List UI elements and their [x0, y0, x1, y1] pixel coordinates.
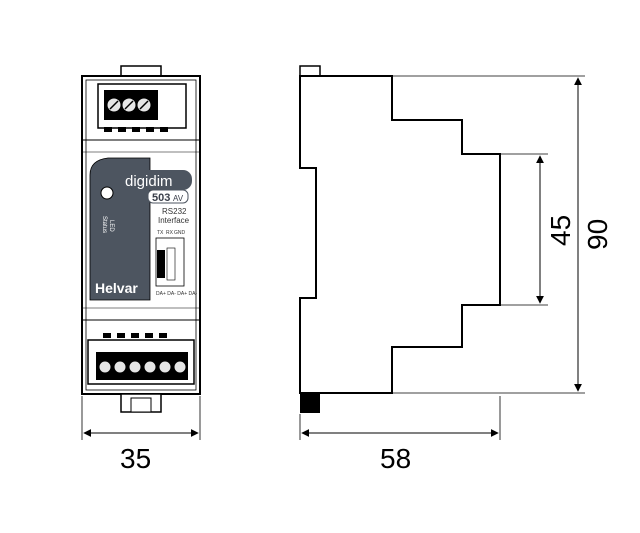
led-label-2: LED [108, 220, 114, 232]
side-top-tab [299, 65, 321, 77]
terminal-label-rx: RX [166, 230, 174, 236]
front-view: digidim 503 AV Status LED Helvar RS232 I… [81, 65, 201, 474]
status-led [100, 186, 114, 200]
led-label-1: Status [101, 216, 107, 233]
model-suffix: AV [173, 194, 184, 203]
width-dimension-label: 35 [120, 443, 151, 474]
logo-box [120, 170, 192, 190]
side-profile [299, 75, 501, 394]
bottom-terminal-block [87, 333, 195, 385]
terminal-label-tx: TX [157, 230, 164, 236]
height-dimension-label: 90 [582, 219, 613, 250]
terminal-label-bottom: DA+ DA- DA+ DA- [156, 291, 197, 297]
description-line-2: Interface [158, 216, 190, 225]
terminal-label-gnd: GND [174, 230, 186, 236]
top-terminal-block [97, 83, 187, 132]
model-number: 503 [152, 192, 170, 204]
side-bottom-latch [300, 393, 320, 413]
front-label-panel: digidim 503 AV Status LED Helvar RS232 I… [89, 157, 197, 301]
brand-logo: digidim [125, 173, 173, 190]
front-height-dimension-label: 45 [545, 215, 576, 246]
description-line-1: RS232 [162, 207, 187, 216]
depth-dimension-label: 58 [380, 443, 411, 474]
manufacturer-label: Helvar [95, 280, 138, 296]
side-view: 58 45 90 [299, 65, 613, 474]
